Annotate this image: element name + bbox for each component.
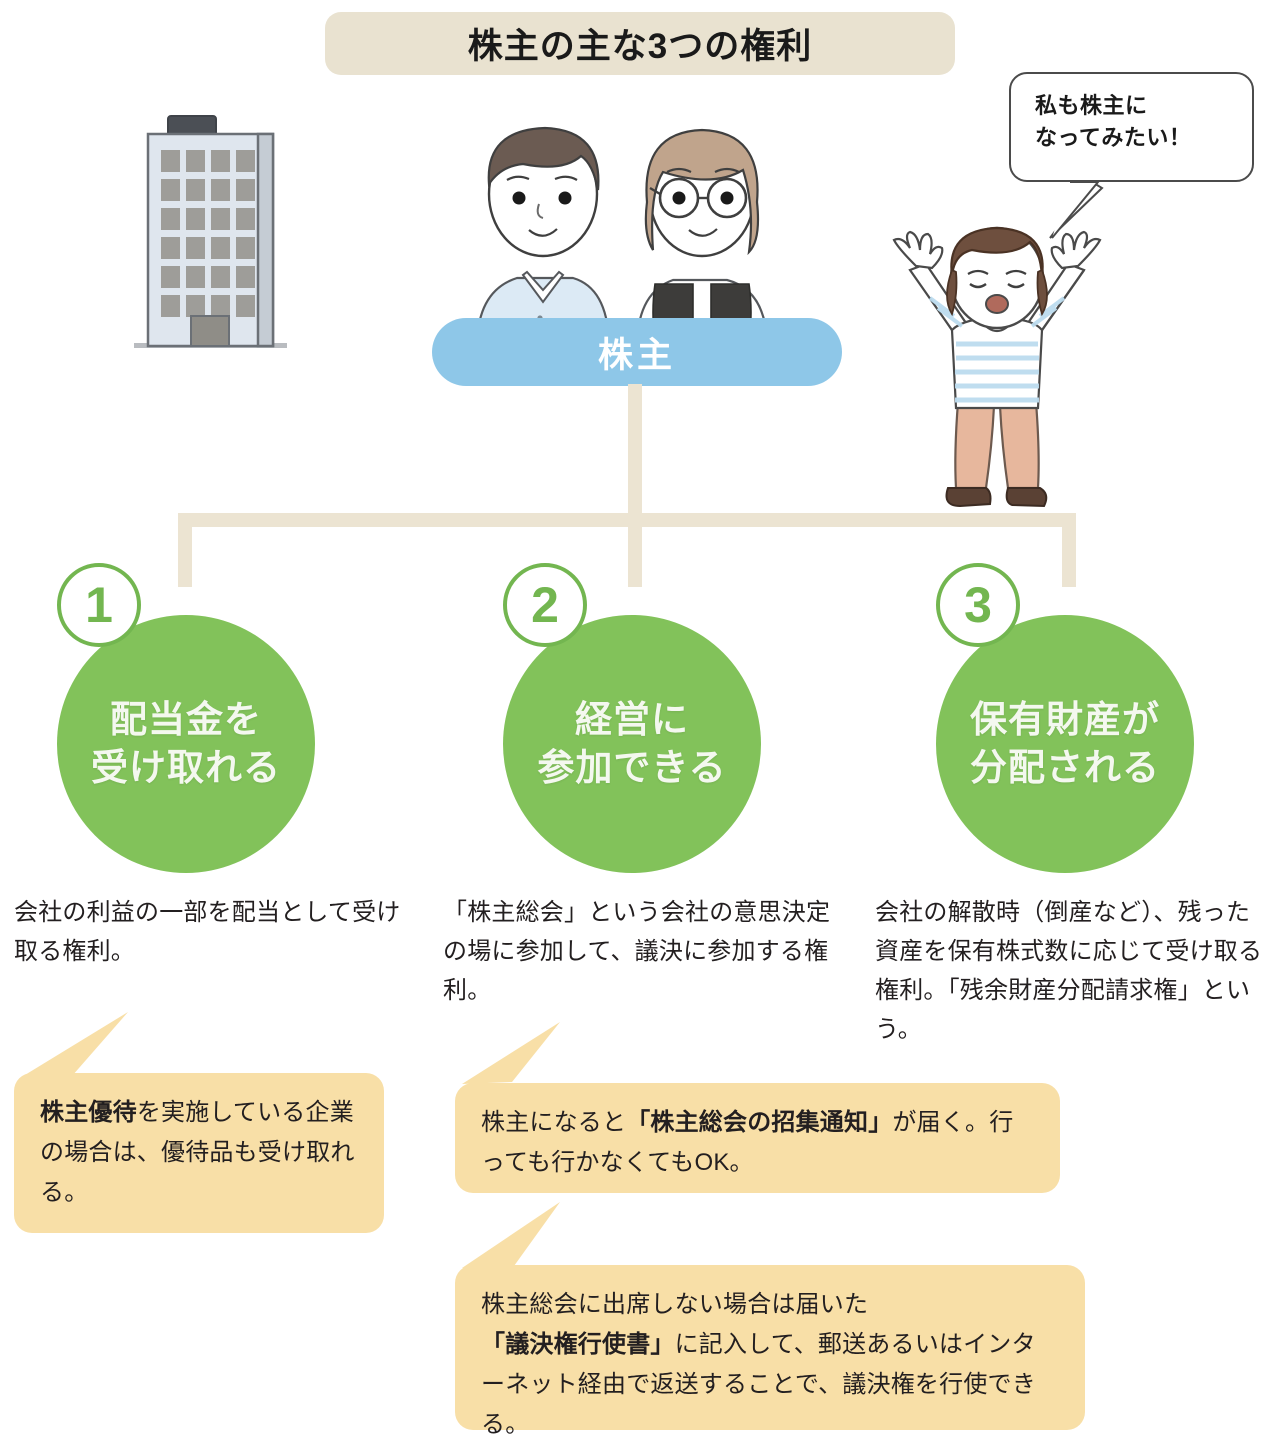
connector-branch-3: [1062, 513, 1076, 587]
callout-2-post: が届く。行っても行かなくてもOK。: [481, 1109, 1014, 1176]
callout-box-1: 株主優待を実施している企業の場合は、優待品も受け取れる。: [14, 1073, 384, 1233]
right-circle-1-line-2: 受け取れる: [91, 747, 281, 788]
connector-horizontal: [178, 513, 1076, 527]
shareholder-couple-illustration: [475, 126, 769, 342]
right-description-2: 「株主総会」という会社の意思決定の場に参加して、議決に参加する権利。: [443, 899, 831, 1004]
shareholder-label-pill: 株主: [432, 318, 842, 386]
right-circle-1-line-1: 配当金を: [110, 699, 262, 740]
callout-tail-1-icon: [20, 1012, 128, 1078]
callout-box-3: 株主総会に出席しない場合は届いた「議決権行使書」に記入して、郵送あるいはインター…: [455, 1265, 1085, 1438]
callout-3-pre: 株主総会に出席しない場合は届いた: [481, 1291, 869, 1318]
right-circle-2-line-1: 経営に: [575, 699, 689, 740]
right-circle-1: 配当金を 受け取れる: [57, 615, 315, 873]
cheering-person-illustration: [892, 226, 1102, 508]
callout-2-pre: 株主になると: [481, 1109, 627, 1136]
right-number-badge-2: 2: [503, 563, 587, 647]
speech-bubble-line-2: なってみたい！: [1035, 125, 1192, 150]
callout-3-post: に記入して、郵送あるいはインターネット経由で返送することで、議決権を行使できる。: [481, 1331, 1036, 1438]
callout-tail-2-icon: [462, 1022, 560, 1084]
speech-bubble-tail-icon: [1049, 180, 1104, 239]
callout-3-bold: 「議決権行使書」: [481, 1331, 675, 1358]
right-circle-3-line-1: 保有財産が: [970, 699, 1160, 740]
right-description-1: 会社の利益の一部を配当として受け取る権利。: [14, 899, 401, 965]
callout-tail-3-icon: [462, 1202, 560, 1268]
right-circle-3: 保有財産が 分配される: [936, 615, 1194, 873]
speech-bubble-line-1: 私も株主に: [1035, 93, 1148, 118]
right-circle-3-line-2: 分配される: [970, 747, 1160, 788]
right-number-badge-3: 3: [936, 563, 1020, 647]
shareholder-label-text: 株主: [597, 335, 676, 375]
callout-box-2: 株主になると「株主総会の招集通知」が届く。行っても行かなくてもOK。: [455, 1083, 1060, 1193]
right-circle-2-line-2: 参加できる: [537, 747, 727, 788]
office-building-illustration: [134, 115, 287, 348]
callout-2-bold: 「株主総会の招集通知」: [626, 1109, 893, 1136]
right-number-badge-1: 1: [57, 563, 141, 647]
connector-vertical-main: [628, 384, 642, 518]
right-circle-2: 経営に 参加できる: [503, 615, 761, 873]
callout-1-bold: 株主優待: [40, 1099, 137, 1126]
right-description-3: 会社の解散時（倒産など）、残った資産を保有株式数に応じて受け取る権利。「残余財産…: [875, 899, 1263, 1043]
connector-branch-2: [628, 513, 642, 587]
page-title: 株主の主な3つの権利: [325, 12, 955, 75]
speech-bubble: 私も株主に なってみたい！: [1009, 72, 1254, 182]
callout-1-rest: を実施している企業の場合は、優待品も受け取れる。: [40, 1099, 355, 1206]
page-title-text: 株主の主な3つの権利: [467, 27, 813, 66]
connector-branch-1: [178, 513, 192, 587]
